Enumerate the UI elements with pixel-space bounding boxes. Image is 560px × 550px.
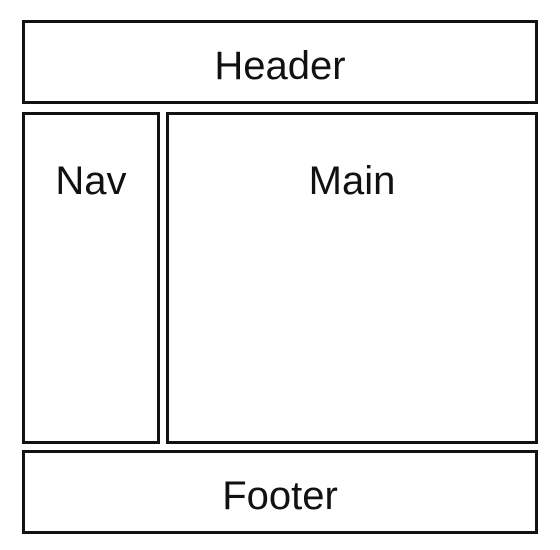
nav-section: Nav xyxy=(22,112,160,444)
footer-label: Footer xyxy=(222,474,338,518)
header-label: Header xyxy=(214,44,346,88)
nav-label: Nav xyxy=(55,159,127,203)
main-section: Main xyxy=(166,112,538,444)
main-label: Main xyxy=(308,159,396,203)
footer-section: Footer xyxy=(22,450,538,534)
header-section: Header xyxy=(22,20,538,104)
